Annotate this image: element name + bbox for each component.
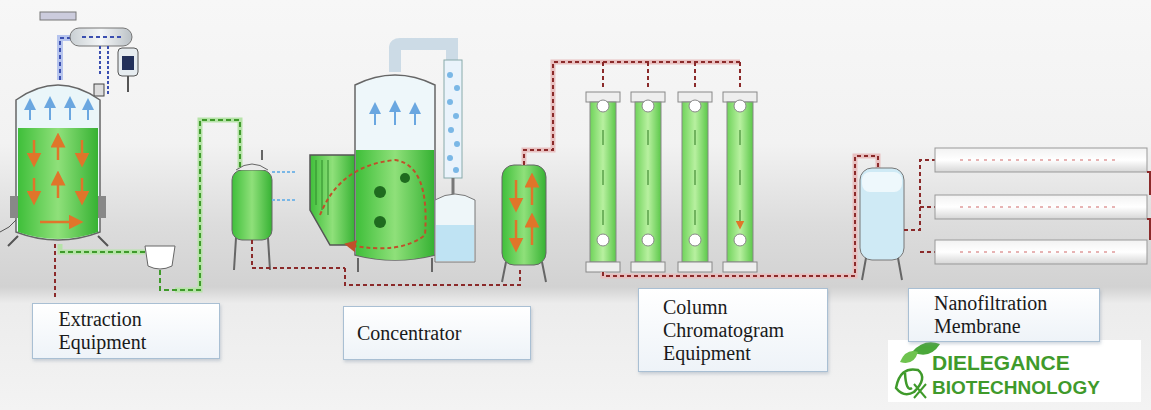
label-box: Extraction Equipment [32,303,220,359]
label-box: Nanofiltration Membrane [908,288,1100,342]
equipment-label: Concentrator [357,322,517,345]
label-box: Column Chromatogram Equipment [638,288,828,372]
equipment-label: Extraction Equipment [59,308,194,354]
logo-text: DIELEGANCE [932,352,1070,373]
equipment-label: Nanofiltration Membrane [934,292,1074,338]
logo [888,340,1141,402]
equipment-label: Column Chromatogram Equipment [663,296,803,365]
logo-text: BIOTECHNOLOGY [932,378,1100,397]
label-box: Concentrator [343,306,531,360]
